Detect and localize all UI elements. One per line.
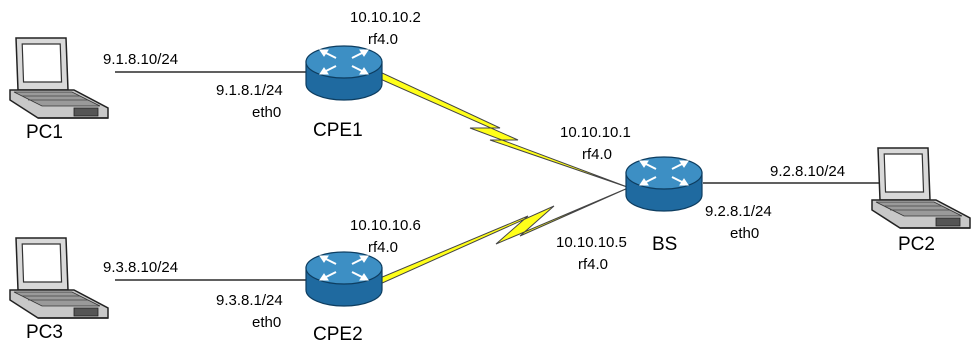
bs-rf1-if: rf4.0 bbox=[582, 146, 612, 163]
pc3-laptop-icon bbox=[9, 237, 109, 319]
bs-rf2-ip: 10.10.10.5 bbox=[556, 234, 627, 251]
pc3-name: PC3 bbox=[26, 322, 63, 343]
bs-eth-ip: 9.2.8.1/24 bbox=[705, 203, 772, 220]
cpe2-name: CPE2 bbox=[313, 324, 363, 345]
cpe1-eth-if: eth0 bbox=[252, 104, 281, 121]
cpe1-eth-ip: 9.1.8.1/24 bbox=[216, 82, 283, 99]
pc1-name: PC1 bbox=[26, 122, 63, 143]
cpe1-rf-ip: 10.10.10.2 bbox=[350, 9, 421, 26]
cpe2-eth-if: eth0 bbox=[252, 314, 281, 331]
pc1-ip: 9.1.8.10/24 bbox=[103, 51, 178, 68]
bs-name: BS bbox=[652, 234, 677, 255]
cpe2-rf-ip: 10.10.10.6 bbox=[350, 217, 421, 234]
cpe2-router-icon bbox=[305, 251, 383, 307]
bs-rf2-if: rf4.0 bbox=[578, 256, 608, 273]
wireless-link-icon bbox=[377, 71, 631, 189]
cpe2-rf-if: rf4.0 bbox=[368, 239, 398, 256]
cpe1-name: CPE1 bbox=[313, 120, 363, 141]
cpe2-eth-ip: 9.3.8.1/24 bbox=[216, 292, 283, 309]
pc2-name: PC2 bbox=[898, 234, 935, 255]
pc2-ip: 9.2.8.10/24 bbox=[770, 163, 845, 180]
pc1-laptop-icon bbox=[9, 37, 109, 119]
bs-eth-if: eth0 bbox=[730, 225, 759, 242]
wireless-link-icon bbox=[379, 187, 629, 285]
pc2-laptop-icon bbox=[871, 147, 971, 229]
pc3-ip: 9.3.8.10/24 bbox=[103, 259, 178, 276]
bs-rf1-ip: 10.10.10.1 bbox=[560, 124, 631, 141]
cpe1-rf-if: rf4.0 bbox=[368, 31, 398, 48]
bs-router-icon bbox=[625, 156, 703, 212]
cpe1-router-icon bbox=[305, 45, 383, 101]
